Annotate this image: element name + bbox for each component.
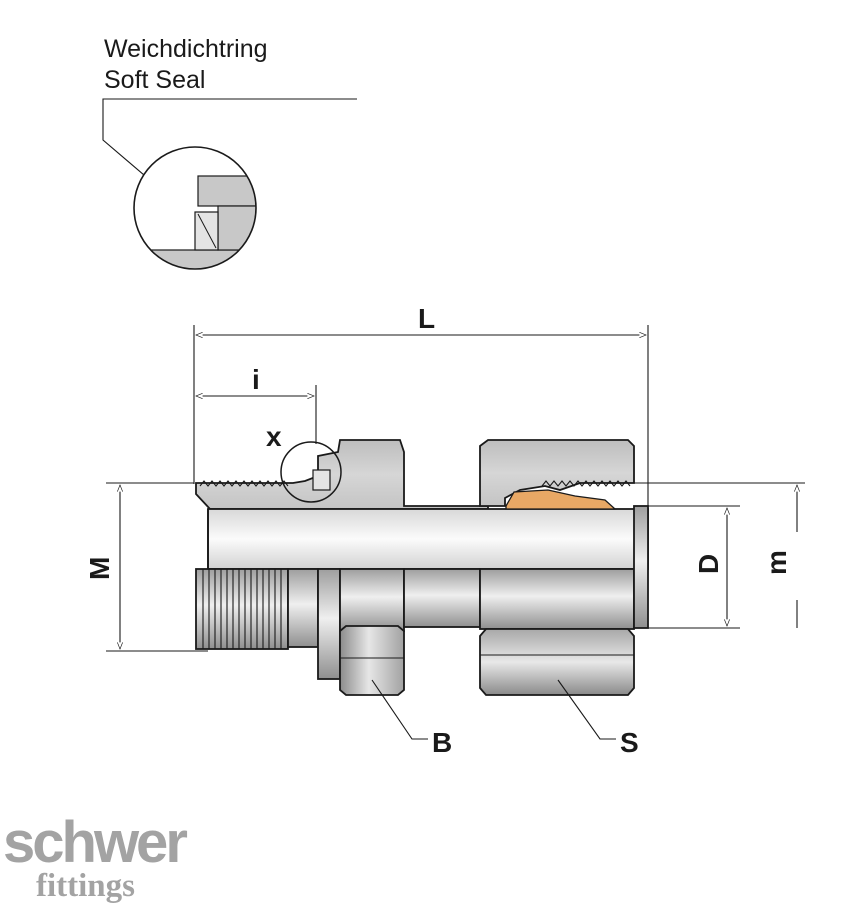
fitting-body: [195, 439, 649, 696]
dimension-lines: [106, 325, 805, 740]
cutting-ring: [505, 489, 617, 510]
label-s: S: [620, 727, 639, 758]
seal-groove: [312, 469, 331, 491]
tube-end: [633, 505, 649, 629]
seal-detail-circle: [133, 146, 257, 270]
schwer-fittings-logo: schwer fittings: [3, 810, 190, 904]
body-section-upper: [195, 439, 489, 510]
leader-s: [557, 679, 616, 740]
label-l: L: [418, 303, 435, 334]
label-i: i: [252, 364, 260, 395]
stud-thread-lines: [202, 569, 282, 649]
label-d: D: [693, 554, 724, 574]
stud-thread-top: [199, 480, 289, 487]
body-collar: [317, 568, 341, 680]
label-m-upper: M: [84, 557, 115, 580]
label-m-lower: m: [761, 550, 792, 575]
leader-b: [371, 679, 428, 740]
soft-seal-callout: Weichdichtring Soft Seal: [102, 35, 357, 270]
stud-undercut: [287, 568, 319, 648]
bore: [207, 508, 649, 570]
detail-circle-x: [280, 441, 342, 503]
stud-thread-body: [195, 568, 289, 650]
label-x: x: [266, 421, 282, 452]
nut-s: [479, 568, 635, 696]
body-neck: [403, 568, 481, 628]
callout-label-en: Soft Seal: [104, 66, 205, 94]
dimension-labels: L i x M D m B S: [84, 303, 792, 758]
callout-label-de: Weichdichtring: [104, 35, 268, 63]
hex-b: [339, 568, 405, 696]
logo-wordmark: schwer: [3, 810, 187, 875]
nut-thread: [541, 480, 631, 487]
logo-subline: fittings: [36, 868, 135, 904]
label-b: B: [432, 727, 452, 758]
